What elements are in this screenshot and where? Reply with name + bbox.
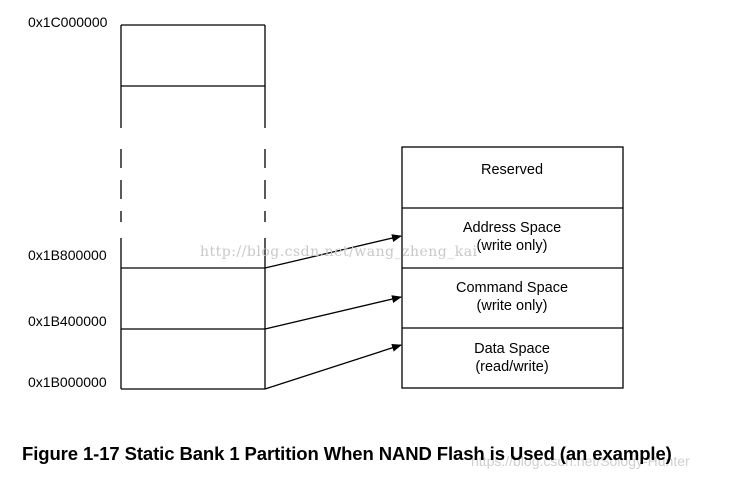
address-space-label: Address Space [463, 220, 561, 236]
figure-caption: Figure 1-17 Static Bank 1 Partition When… [22, 443, 672, 464]
reserved-label: Reserved [481, 162, 543, 178]
arrow-to-data-space [264, 343, 402, 390]
memory-column [120, 24, 266, 390]
address-label-top: 0x1C000000 [28, 14, 108, 30]
address-label-mid-low: 0x1B400000 [28, 313, 107, 329]
command-space-access: (write only) [477, 298, 548, 314]
partition-box [401, 146, 624, 389]
command-space-label: Command Space [456, 280, 568, 296]
arrow-to-address-space [264, 234, 402, 269]
address-label-bottom: 0x1B000000 [28, 374, 107, 390]
data-space-access: (read/write) [475, 359, 548, 375]
arrow-to-command-space [264, 295, 402, 330]
data-space-label: Data Space [474, 341, 550, 357]
address-space-access: (write only) [477, 238, 548, 254]
watermark-bottom: https://blog.csdn.net/Sology-Hunter [471, 453, 690, 469]
address-label-mid-high: 0x1B800000 [28, 247, 107, 263]
watermark-center: http://blog.csdn.net/wang_zheng_kai [200, 244, 478, 260]
